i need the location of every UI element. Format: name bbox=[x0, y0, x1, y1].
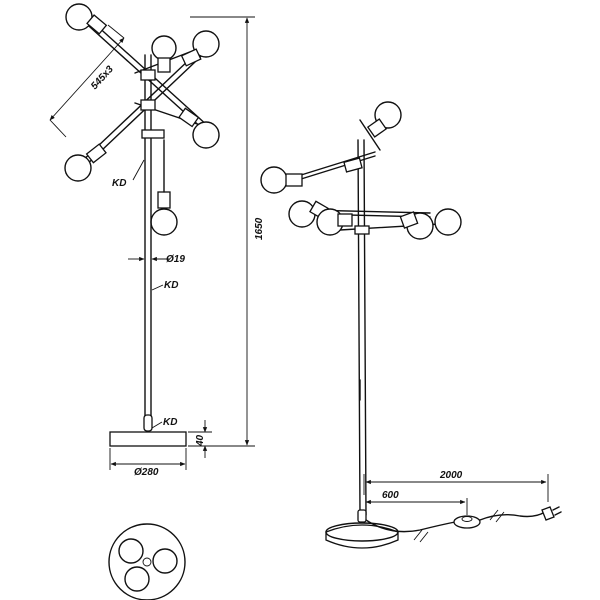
kd-callout-bottom: KD bbox=[163, 417, 177, 428]
bulb-top-left bbox=[65, 3, 93, 31]
top-view-bulb-2 bbox=[152, 548, 178, 574]
foot-switch-socket bbox=[143, 414, 153, 432]
base-diameter-label: Ø280 bbox=[134, 467, 159, 478]
joint-middle bbox=[140, 99, 156, 111]
persp-base bbox=[325, 524, 399, 549]
persp-stem-left bbox=[357, 139, 361, 516]
bulb-top-right bbox=[192, 30, 220, 58]
bulb-bottom-hanging bbox=[150, 208, 178, 236]
top-view bbox=[108, 523, 186, 600]
top-view-base-circle bbox=[108, 523, 186, 600]
persp-stem-right bbox=[363, 139, 367, 516]
base-front bbox=[109, 431, 187, 447]
total-height-label: 1650 bbox=[254, 217, 265, 240]
bulb-top-center bbox=[151, 35, 177, 61]
bulb-lower-left bbox=[64, 154, 92, 182]
front-view: Ø19 KD KD KD 545x3 1650 40 Ø280 bbox=[49, 3, 265, 478]
top-view-center bbox=[142, 557, 152, 567]
persp-bulb-middle-left bbox=[288, 200, 316, 228]
top-view-bulb-1 bbox=[118, 538, 144, 564]
bulb-middle-right bbox=[192, 121, 220, 149]
plug bbox=[541, 506, 555, 521]
persp-joint-upper bbox=[343, 157, 363, 173]
persp-bulb-left bbox=[260, 166, 288, 194]
arm-length-label: 545x3 bbox=[89, 64, 116, 92]
persp-cable-to-plug bbox=[479, 511, 546, 521]
kd-callout-top: KD bbox=[112, 178, 126, 189]
persp-cable-to-switch bbox=[365, 519, 456, 533]
persp-arm-top bbox=[359, 119, 381, 151]
cable-length-label: 2000 bbox=[439, 470, 463, 481]
joint-upper bbox=[140, 69, 156, 81]
persp-cable-outlet bbox=[357, 509, 367, 523]
joint-lower bbox=[141, 129, 165, 139]
persp-joint-lower bbox=[354, 225, 370, 235]
switch-distance-label: 600 bbox=[382, 490, 399, 501]
persp-bulb-far-right bbox=[434, 208, 462, 236]
top-view-bulb-3 bbox=[124, 566, 150, 592]
kd-callout-middle: KD bbox=[164, 280, 178, 291]
base-height-label: 40 bbox=[195, 434, 206, 447]
perspective-view: 2000 600 bbox=[260, 101, 562, 549]
tube-diameter-label: Ø19 bbox=[166, 254, 185, 265]
foot-switch bbox=[453, 515, 481, 529]
